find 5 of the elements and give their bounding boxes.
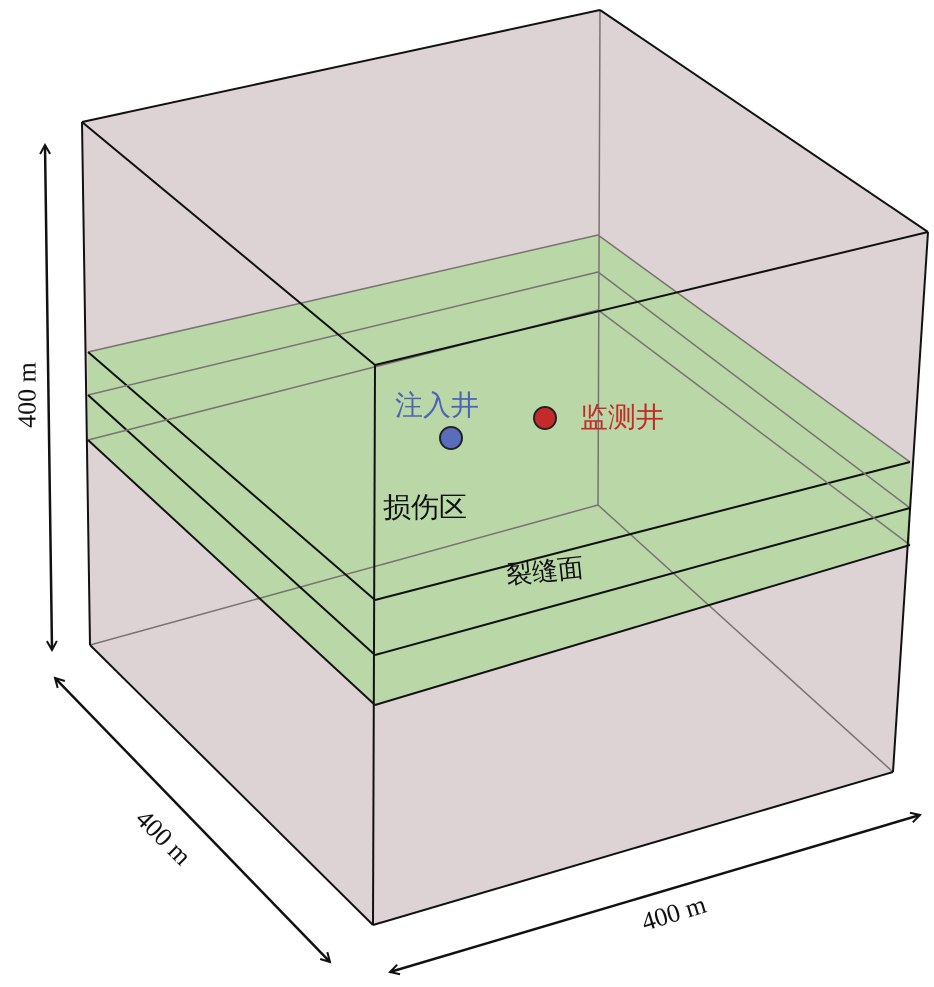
dimension-label: 400 m xyxy=(638,890,710,938)
well-label: 注入井 xyxy=(395,390,479,422)
dimension-label: 400 m xyxy=(130,804,196,872)
zone-label: 损伤区 xyxy=(383,492,467,524)
dimension-label: 400 m xyxy=(14,362,42,428)
